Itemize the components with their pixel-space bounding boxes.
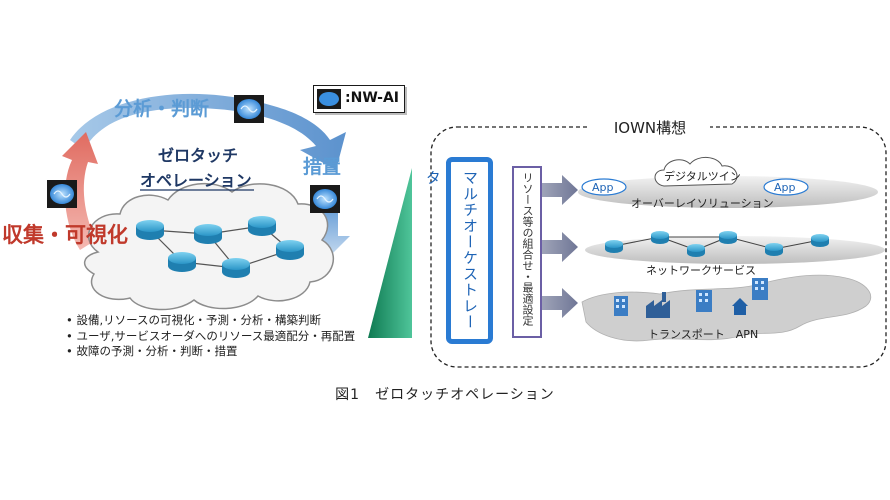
router-icon <box>719 231 737 244</box>
factory-icon <box>646 292 670 318</box>
collect-cycle-arrow <box>62 132 98 250</box>
list-item: 設備,リソースの可視化・予測・分析・構築判断 <box>66 313 355 329</box>
operation-label: オペレーション <box>140 171 252 190</box>
nw-ai-legend: :NW-AI <box>313 85 405 113</box>
app-right-label: App <box>774 181 796 194</box>
zero-touch-label: ゼロタッチ <box>158 146 238 165</box>
multi-orchestrator-box: マルチオーケストレータ <box>424 157 493 344</box>
app-left-badge <box>581 178 627 196</box>
router-icon <box>811 234 829 247</box>
resource-optimization-box: リソース等の組合せ・最適設定 <box>512 166 542 338</box>
transport-map <box>581 274 872 342</box>
router-icon <box>765 243 783 256</box>
building-icon <box>696 290 712 312</box>
brain-icon <box>310 185 340 213</box>
network-cloud <box>84 182 334 311</box>
router-icon <box>605 240 623 253</box>
action-label: 措置 <box>303 155 341 178</box>
router-icon <box>168 252 196 272</box>
router-icon <box>687 244 705 257</box>
app-left-label: App <box>592 181 614 194</box>
router-icon <box>222 258 250 278</box>
analyze-judge-label: 分析・判断 <box>114 97 209 120</box>
router-icon <box>136 220 164 240</box>
router-icon <box>248 216 276 236</box>
router-icon <box>651 231 669 244</box>
list-item: ユーザ,サービスオーダへのリソース最適配分・再配置 <box>66 329 355 345</box>
iown-title: IOWN構想 <box>590 117 710 138</box>
feature-list: 設備,リソースの可視化・予測・分析・構築判断 ユーザ,サービスオーダへのリソース… <box>66 313 355 360</box>
collect-visualize-label: 収集・可視化 <box>2 223 128 247</box>
orchestrator-label: マルチオーケストレータ <box>424 170 479 330</box>
cloud-icon <box>654 157 738 187</box>
router-icon <box>276 240 304 260</box>
overlay-solution-label: オーバーレイソリューション <box>631 197 774 210</box>
list-item: 故障の予測・分析・判断・措置 <box>66 344 355 360</box>
legend-label: :NW-AI <box>345 90 399 106</box>
brain-icon <box>234 95 264 123</box>
brain-icon <box>317 89 341 109</box>
figure-caption: 図1 ゼロタッチオペレーション <box>335 387 555 403</box>
building-icon <box>752 278 768 300</box>
transport-apn-label: トランスポート APN <box>648 328 758 341</box>
digital-twin-label: デジタルツイン <box>664 169 741 183</box>
router-icon <box>194 224 222 244</box>
building-icon <box>614 296 628 316</box>
analyze-cycle-arrow <box>70 93 346 170</box>
house-icon <box>732 298 748 315</box>
network-service-label: ネットワークサービス <box>646 264 756 277</box>
transition-triangle <box>368 168 412 338</box>
app-right-badge <box>763 178 809 196</box>
resource-arrows <box>542 175 578 318</box>
brain-icon <box>47 180 77 208</box>
resource-label: リソース等の組合せ・最適設定 <box>521 172 534 326</box>
